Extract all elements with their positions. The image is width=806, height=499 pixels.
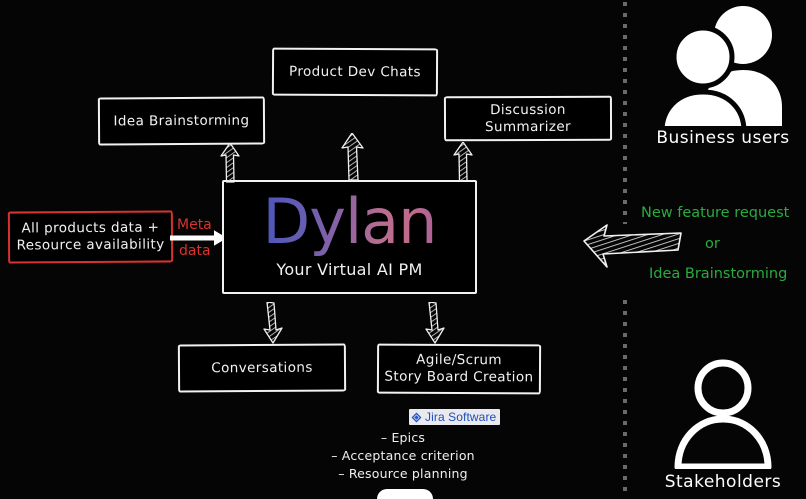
box-discussion-summarizer-label: Discussion Summarizer bbox=[485, 101, 572, 135]
box-discussion-summarizer: Discussion Summarizer bbox=[443, 95, 613, 142]
meta-label-top: Meta bbox=[177, 217, 212, 233]
vertical-dotted-divider-bottom bbox=[623, 300, 627, 498]
box-agile-scrum: Agile/Scrum Story Board Creation bbox=[376, 343, 542, 395]
dylan-main-box: Dylan Your Virtual AI PM bbox=[222, 180, 477, 294]
arrow-down-conversations-icon bbox=[263, 302, 283, 344]
stakeholders-label: Stakeholders bbox=[664, 472, 782, 492]
new-feature-request-label: New feature request bbox=[641, 205, 790, 221]
box-agile-scrum-line-1: Agile/Scrum bbox=[416, 351, 502, 369]
two-people-filled-icon bbox=[659, 6, 782, 126]
input-box-line-1: All products data + bbox=[21, 219, 160, 237]
arrow-down-agile-icon bbox=[425, 302, 445, 344]
bottom-cut-off-shape bbox=[377, 489, 433, 499]
vertical-dotted-divider-top bbox=[623, 2, 627, 224]
input-box-line-2: Resource availability bbox=[16, 236, 165, 254]
input-data-box: All products data + Resource availabilit… bbox=[7, 210, 174, 264]
idea-brainstorming-green-label: Idea Brainstorming bbox=[649, 266, 788, 282]
arrow-left-feature-request-icon bbox=[583, 224, 682, 268]
box-agile-scrum-line-2: Story Board Creation bbox=[384, 368, 534, 386]
jira-diamond-icon bbox=[411, 412, 422, 422]
or-label: or bbox=[705, 236, 720, 252]
single-person-outline-icon bbox=[674, 359, 772, 469]
business-users-label: Business users bbox=[656, 128, 790, 148]
box-product-dev-chats: Product Dev Chats bbox=[271, 47, 439, 97]
box-idea-brainstorming-label: Idea Brainstorming bbox=[113, 112, 250, 129]
jira-bullet-acceptance-criterion: – Acceptance criterion bbox=[331, 448, 475, 463]
meta-label-bottom: data bbox=[179, 243, 211, 259]
arrow-up-product-dev-icon bbox=[341, 133, 364, 181]
box-conversations-label: Conversations bbox=[211, 359, 313, 376]
arrow-up-discussion-icon bbox=[453, 142, 473, 182]
box-idea-brainstorming: Idea Brainstorming bbox=[97, 96, 266, 146]
box-conversations: Conversations bbox=[177, 343, 347, 393]
page-subtitle: Your Virtual AI PM bbox=[276, 260, 423, 279]
jira-software-label: Jira Software bbox=[425, 410, 497, 424]
arrow-up-idea-icon bbox=[220, 143, 240, 183]
meta-data-arrow-icon bbox=[170, 230, 227, 246]
page-title: Dylan bbox=[224, 183, 475, 261]
jira-software-badge[interactable]: Jira Software bbox=[409, 409, 501, 425]
jira-bullet-resource-planning: – Resource planning bbox=[338, 466, 468, 481]
jira-bullet-epics: – Epics bbox=[380, 430, 426, 445]
box-product-dev-chats-label: Product Dev Chats bbox=[288, 63, 421, 80]
